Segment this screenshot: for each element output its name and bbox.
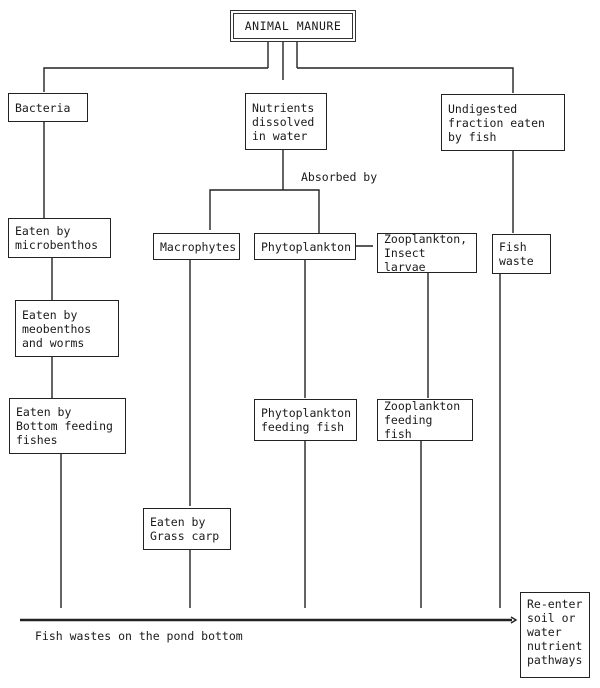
label-pond-bottom: Fish wastes on the pond bottom — [35, 629, 243, 643]
node-zooplankton-feeding-fish: Zooplankton feeding fish — [377, 399, 473, 441]
node-eaten-microbenthos: Eaten by microbenthos — [8, 218, 111, 258]
node-nutrients: Nutrients dissolved in water — [245, 93, 327, 150]
node-re-enter: Re-enter soil or water nutrient pathways — [520, 592, 590, 678]
node-animal-manure: ANIMAL MANURE — [230, 10, 356, 42]
connector-absorbed-by — [209, 189, 320, 233]
connector-to-bacteria — [43, 67, 268, 92]
node-undigested: Undigested fraction eaten by fish — [441, 94, 565, 151]
node-eaten-meobenthos: Eaten by meobenthos and worms — [15, 300, 119, 357]
node-phytoplankton-feeding-fish: Phytoplankton feeding fish — [254, 399, 357, 441]
node-zooplankton-insect-larvae: Zooplankton, Insect larvae — [377, 232, 477, 274]
label-absorbed-by: Absorbed by — [301, 170, 378, 184]
node-eaten-grass-carp: Eaten by Grass carp — [143, 508, 231, 550]
arrowhead-to-re-enter — [510, 616, 518, 624]
node-fish-waste: Fish waste — [492, 234, 551, 274]
node-bacteria: Bacteria — [8, 93, 88, 122]
node-phytoplankton: Phytoplankton — [254, 233, 356, 260]
node-macrophytes: Macrophytes — [153, 233, 240, 260]
node-eaten-bottom-feeding: Eaten by Bottom feeding fishes — [9, 398, 126, 454]
connector-to-undigested — [297, 67, 514, 93]
